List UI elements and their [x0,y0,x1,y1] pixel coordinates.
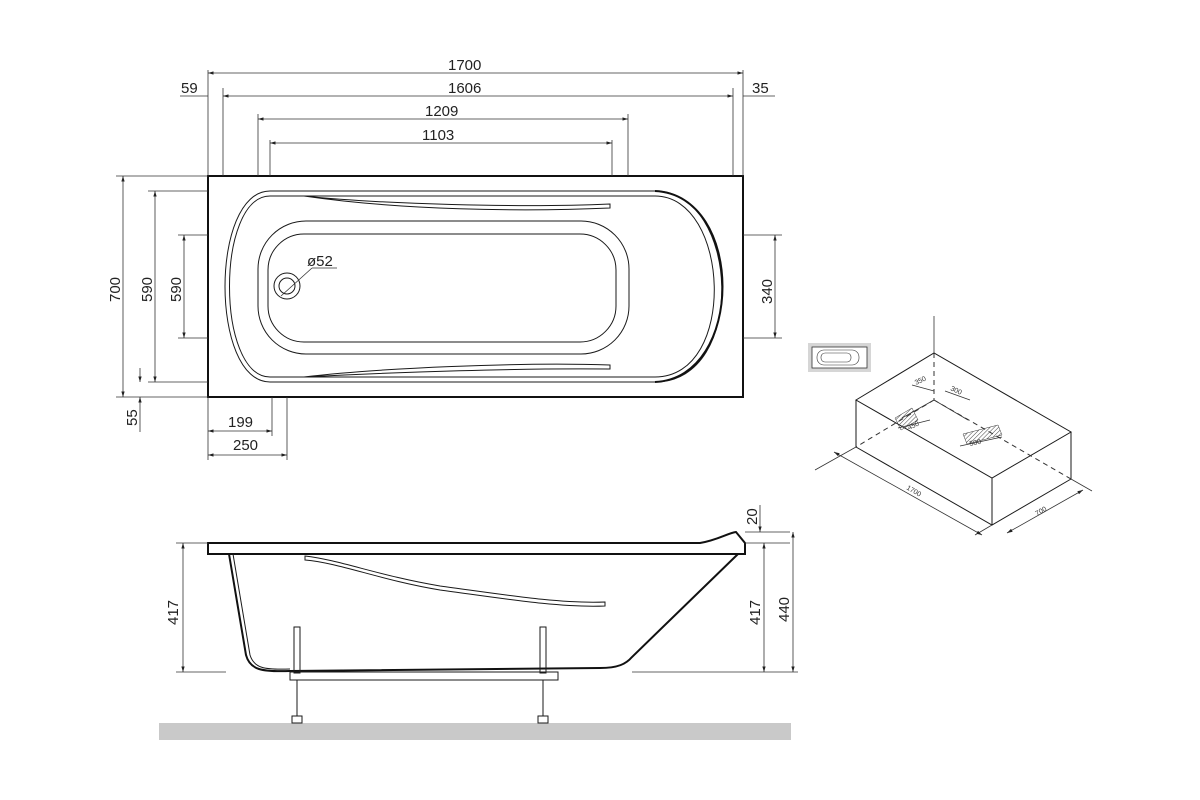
support-frame [289,671,559,681]
grip-bottom [303,363,611,378]
basin-outer [257,220,630,355]
dim-drain-offset-inner: 199 [228,414,253,431]
iso-dim-300: 300 [949,385,963,396]
tub-outline [207,175,744,398]
dim-overall-length: 1700 [448,57,481,74]
dim-overall-width: 700 [107,277,124,302]
floor [159,723,791,740]
support-leg-left [291,626,303,724]
iso-dim-500: 500 [969,439,982,448]
dim-drain-diameter: ø52 [307,253,333,270]
dim-head-width: 340 [759,279,776,304]
dim-rim-height: 20 [744,508,761,525]
top-view: ø52 1700 1606 59 35 1209 1103 700 [107,57,782,460]
side-rim [207,530,746,555]
basin-inner [267,233,617,343]
side-view: 417 20 417 440 [159,505,798,740]
side-grip [304,555,606,607]
dim-drain-offset-outer: 250 [233,437,258,454]
iso-dim-450: 450 [907,420,921,431]
dim-tub-depth-right: 417 [747,600,764,625]
dim-basin-width: 590 [168,277,185,302]
dim-tub-depth-left: 417 [165,600,182,625]
dim-left-offset: 59 [181,80,198,97]
dim-total-height: 440 [776,597,793,622]
iso-dim-350: 350 [914,375,928,386]
drain-icon [273,272,301,300]
grip-top [303,195,611,211]
iso-view: 350 300 450 500 1700 700 [814,316,1093,536]
dim-inner-width: 590 [139,277,156,302]
dim-basin-length-outer: 1209 [425,103,458,120]
dim-bottom-offset: 55 [124,409,141,426]
support-leg-right [537,626,549,724]
iso-dim-width: 700 [1035,506,1049,518]
dim-inner-length: 1606 [448,80,481,97]
dim-basin-length-inner: 1103 [422,127,454,144]
dim-right-offset: 35 [752,80,769,97]
side-body [228,553,739,673]
tub-thumbnail [808,343,871,372]
